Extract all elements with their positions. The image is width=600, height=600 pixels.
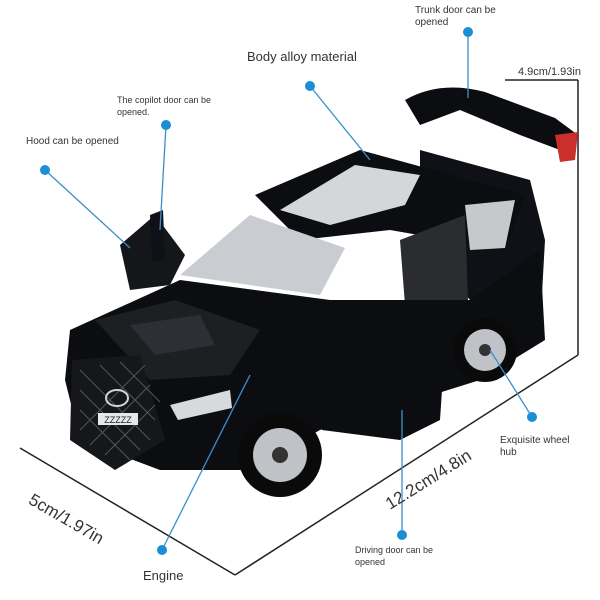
- label-copilot-door: The copilot door can be opened.: [117, 95, 212, 117]
- dimension-height: 4.9cm/1.93in: [518, 66, 581, 78]
- callout-dot-copilot: [161, 120, 171, 130]
- callout-dot-engine: [157, 545, 167, 555]
- callout-dot-driving: [397, 530, 407, 540]
- emblem: [105, 389, 129, 407]
- label-trunk-door: Trunk door can be opened: [415, 5, 496, 28]
- rear-window: [465, 200, 515, 250]
- front-wheel-center: [272, 447, 288, 463]
- plate-text: ZZZZZ: [104, 415, 132, 425]
- tail-light: [555, 132, 578, 162]
- sunroof: [280, 165, 420, 225]
- side-window: [400, 215, 468, 305]
- trunk-door: [405, 87, 578, 150]
- label-engine: Engine: [143, 568, 184, 583]
- engine-block: [130, 315, 215, 355]
- windshield: [180, 215, 345, 295]
- rear-wheel-center: [479, 344, 491, 356]
- label-body-alloy: Body alloy material: [247, 49, 357, 64]
- license-plate: [98, 413, 138, 425]
- callout-dot-wheel: [527, 412, 537, 422]
- callout-dot-trunk: [463, 27, 473, 37]
- label-wheel-hub: Exquisite wheel hub: [500, 435, 570, 458]
- label-driving-door: Driving door can be opened: [355, 545, 434, 567]
- copilot-door: [150, 210, 165, 262]
- callout-dot-body: [305, 81, 315, 91]
- callout-dot-hood: [40, 165, 50, 175]
- headlight: [170, 390, 232, 420]
- driving-door: [322, 345, 445, 440]
- label-hood: Hood can be opened: [26, 136, 119, 147]
